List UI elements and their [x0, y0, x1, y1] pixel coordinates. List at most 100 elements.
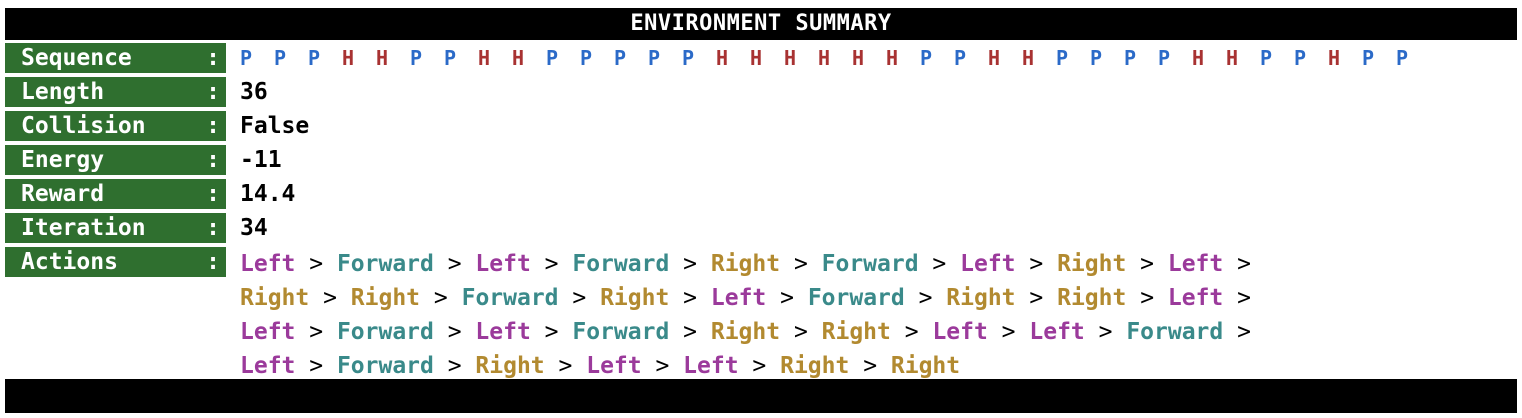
label-sequence-text: Sequence — [21, 45, 132, 71]
actions-line: Right > Right > Forward > Right > Left >… — [240, 281, 1251, 315]
action-item: Right — [240, 285, 310, 311]
sequence-residue: P — [1158, 46, 1171, 70]
action-separator: > — [1126, 251, 1168, 277]
actions-line: Left > Forward > Right > Left > Left > R… — [240, 349, 960, 383]
action-item: Left — [240, 319, 296, 345]
length-value: 36 — [240, 79, 268, 105]
sequence-residue: H — [988, 46, 1001, 70]
label-actions-colon: : — [206, 249, 220, 275]
sequence-residue: H — [1022, 46, 1035, 70]
sequence-residue: H — [716, 46, 729, 70]
action-item: Right — [890, 353, 961, 379]
action-separator: > — [530, 251, 573, 277]
sequence-residue: H — [342, 46, 355, 70]
sequence-residue: P — [410, 46, 423, 70]
sequence-residue: P — [920, 46, 933, 70]
sequence-residue: P — [1294, 46, 1307, 70]
action-separator: > — [309, 285, 351, 311]
sequence-residue: P — [1124, 46, 1137, 70]
sequence-residue: P — [1090, 46, 1103, 70]
sequence-residue: P — [308, 46, 321, 70]
action-separator: > — [669, 319, 711, 345]
action-separator: > — [295, 319, 337, 345]
label-length-text: Length — [21, 79, 105, 105]
action-item: Left — [1167, 251, 1224, 277]
sequence-residue: P — [682, 46, 695, 70]
action-separator: > — [890, 319, 933, 345]
action-item: Forward — [807, 285, 905, 311]
iteration-value: 34 — [240, 215, 268, 241]
sequence-residue: H — [1226, 46, 1239, 70]
action-item: Forward — [336, 251, 434, 277]
action-separator: > — [1015, 251, 1058, 277]
action-item: Forward — [572, 251, 670, 277]
action-separator: > — [1223, 319, 1251, 345]
action-separator: > — [558, 285, 601, 311]
action-item: Left — [475, 251, 531, 277]
label-reward: Reward : — [5, 179, 226, 209]
sequence-residue: H — [784, 46, 797, 70]
action-item: Right — [710, 251, 781, 277]
action-separator: > — [295, 251, 337, 277]
label-reward-colon: : — [206, 181, 220, 207]
label-energy: Energy : — [5, 145, 226, 175]
action-item: Right — [1057, 251, 1127, 277]
action-item: Right — [780, 353, 850, 379]
sequence-residue: P — [954, 46, 967, 70]
action-separator: > — [738, 353, 781, 379]
label-length-colon: : — [206, 79, 220, 105]
sequence-residue: H — [478, 46, 491, 70]
action-separator: > — [904, 285, 947, 311]
action-item: Right — [1057, 285, 1127, 311]
action-separator: > — [780, 319, 822, 345]
action-separator: > — [669, 251, 711, 277]
label-actions-text: Actions — [21, 249, 118, 275]
sequence-residue: P — [580, 46, 593, 70]
action-item: Left — [240, 251, 296, 277]
sequence-residue: H — [376, 46, 389, 70]
action-separator: > — [1223, 251, 1251, 277]
action-separator: > — [530, 319, 573, 345]
sequence-residue: H — [512, 46, 525, 70]
label-reward-text: Reward — [21, 181, 105, 207]
action-separator: > — [420, 285, 462, 311]
action-item: Right — [710, 319, 781, 345]
action-separator: > — [1015, 285, 1058, 311]
sequence-residue: P — [648, 46, 661, 70]
sequence-residue: H — [1328, 46, 1341, 70]
sequence-residue: P — [1056, 46, 1069, 70]
label-iteration: Iteration : — [5, 213, 226, 243]
label-collision: Collision : — [5, 111, 226, 141]
sequence-residue: P — [546, 46, 559, 70]
sequence-residue: P — [274, 46, 287, 70]
sequence-residue: P — [614, 46, 627, 70]
action-separator: > — [669, 285, 711, 311]
sequence-residue: P — [444, 46, 457, 70]
action-separator: > — [433, 319, 476, 345]
sequence-residue: H — [852, 46, 865, 70]
sequence-residue: P — [240, 46, 253, 70]
action-item: Forward — [1126, 319, 1224, 345]
action-item: Forward — [572, 319, 670, 345]
sequence-residue: H — [1192, 46, 1205, 70]
action-item: Right — [600, 285, 670, 311]
action-item: Left — [586, 353, 642, 379]
action-separator: > — [918, 251, 961, 277]
action-separator: > — [641, 353, 684, 379]
collision-value: False — [240, 113, 310, 139]
action-item: Right — [946, 285, 1016, 311]
sequence-residue: H — [750, 46, 763, 70]
action-separator: > — [987, 319, 1030, 345]
action-item: Left — [932, 319, 988, 345]
action-item: Forward — [821, 251, 919, 277]
action-item: Left — [1029, 319, 1085, 345]
action-separator: > — [544, 353, 587, 379]
sequence-residue: H — [818, 46, 831, 70]
label-energy-text: Energy — [21, 147, 105, 173]
action-item: Right — [475, 353, 545, 379]
reward-value: 14.4 — [240, 181, 296, 207]
action-separator: > — [1126, 285, 1168, 311]
actions-line: Left > Forward > Left > Forward > Right … — [240, 247, 1251, 281]
action-item: Left — [710, 285, 767, 311]
